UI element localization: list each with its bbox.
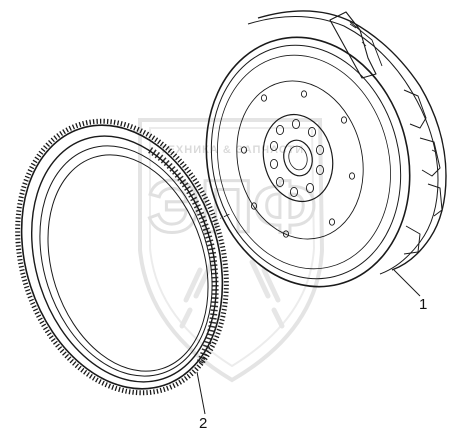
leader-lines [196,269,421,415]
leader-line-ring-gear [196,371,206,415]
callout-number-ring-gear: 2 [199,415,208,432]
leader-line-flywheel [393,269,421,297]
ring-gear-part [15,118,229,396]
callout-number-flywheel: 1 [419,296,428,313]
shield-watermark-icon: ТЕХНИКА & ЗАПЧАСТИ ЭПФ [138,118,325,383]
flywheel-part [205,10,447,288]
watermark-lettering: ТЕХНИКА & ЗАПЧАСТИ [160,144,304,156]
